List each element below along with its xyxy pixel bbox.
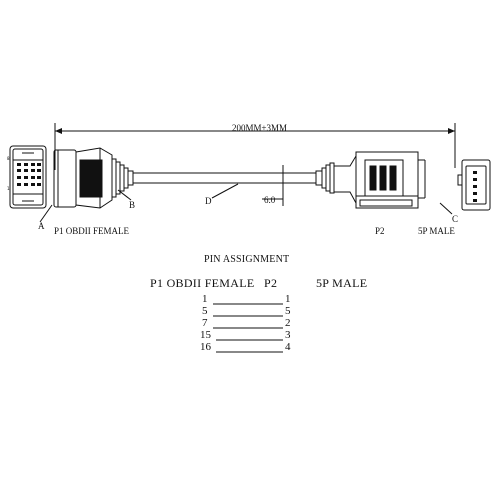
callout-c: C [452,214,459,224]
pin-p1-1: 1 [202,293,208,305]
pin-assignment-title: PIN ASSIGNMENT [204,254,290,265]
pin-header-p2: P2 [264,276,278,290]
dimension-label: 200MM±3MM [232,123,287,133]
pin-p2-2: 5 [285,305,291,317]
pin-header-p1: P1 OBDII FEMALE [150,276,255,290]
thickness-label: 6.0 [264,195,276,205]
pin-p1-5: 16 [200,341,211,353]
obd-connector-face: 8 1 [7,145,47,209]
p2-label: P2 [375,226,385,236]
leader-a [39,204,53,223]
leader-c [439,202,453,215]
obd-connector-body [53,147,134,209]
leader-d [211,183,239,199]
callout-a: A [38,221,45,231]
pin-p1-2: 5 [202,305,208,317]
pin-header-5p: 5P MALE [316,276,368,290]
callout-d: D [205,196,212,206]
pin-p1-3: 7 [202,317,208,329]
p2-type-label: 5P MALE [418,226,455,236]
leader-b [117,189,132,201]
pin-p2-1: 1 [285,293,291,305]
pin-p2-4: 3 [285,329,291,341]
callout-b: B [129,200,136,210]
pin-p1-4: 15 [200,329,211,341]
p2-connector-body [315,151,426,209]
p1-label: P1 OBDII FEMALE [54,226,130,236]
svg-text:1: 1 [7,186,10,191]
pin-p2-5: 4 [285,341,291,353]
pin-p2-3: 2 [285,317,291,329]
svg-text:8: 8 [7,156,10,161]
p2-connector-face [457,159,491,211]
